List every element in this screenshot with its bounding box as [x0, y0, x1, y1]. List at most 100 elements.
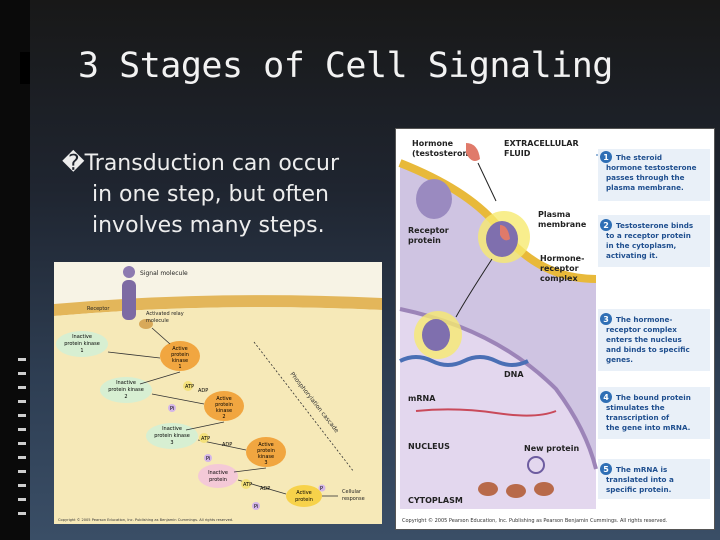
arrow-1: [477, 162, 497, 202]
dna-label: DNA: [504, 370, 524, 379]
inactive-protein-shape: [198, 464, 238, 488]
plasma-label-2: membrane: [538, 220, 587, 229]
kinase-3-inactive-label-1: Inactive: [162, 426, 182, 432]
step-2-line-3: in the cytoplasm,: [606, 241, 676, 250]
receptor-protein-shape: [416, 179, 452, 219]
step-4-num: 4: [603, 393, 609, 402]
extracellular-label-2: FLUID: [504, 149, 531, 158]
response-label-1: Cellular: [342, 489, 362, 495]
pi-label-3: Pi: [254, 504, 258, 510]
complex-label-2: receptor: [540, 264, 579, 273]
kinase-3-inactive-label-3: 3: [170, 440, 173, 446]
hormone-label-2: (testosterone): [412, 149, 477, 158]
step-1-line-4: plasma membrane.: [606, 183, 684, 192]
nucleus-label: NUCLEUS: [408, 442, 450, 451]
cytoplasm-label: CYTOPLASM: [408, 496, 463, 505]
step-4-line-4: the gene into mRNA.: [606, 423, 690, 432]
receptor-label-2: protein: [408, 236, 441, 245]
pi-label-1: Pi: [170, 406, 174, 412]
kinase-1-inactive-label-2: protein kinase: [64, 341, 100, 347]
kinase-2-active-label-4: 2: [222, 414, 225, 420]
step-5-line-2: translated into a: [606, 475, 674, 484]
cascade-diagram: Signal molecule Receptor Activated relay…: [54, 266, 382, 524]
relay-label-2: molecule: [146, 318, 169, 324]
signal-molecule-shape: [123, 266, 135, 278]
atp-label-3: ATP: [243, 482, 252, 488]
hormone-receptor-complex-shape: [486, 221, 518, 257]
step-5-num: 5: [603, 465, 609, 474]
active-protein-label-1: Active: [296, 490, 311, 496]
step-2-badge: [600, 219, 612, 231]
new-protein-label: New protein: [524, 444, 579, 453]
left-figure-copyright: Copyright © 2005 Pearson Education, Inc.…: [58, 518, 233, 522]
mrna-strand: [415, 408, 557, 417]
bullet-line-3: involves many steps.: [92, 213, 325, 238]
steroid-hormone-figure: Hormone (testosterone) EXTRACELLULAR FLU…: [395, 128, 715, 530]
response-label-2: response: [342, 496, 365, 502]
kinase-1-active-label-3: kinase: [172, 358, 188, 364]
step-5-line-3: specific protein.: [606, 485, 671, 494]
inactive-protein-label-2: protein: [209, 477, 227, 483]
bullet-line-1: Transduction can occur: [84, 151, 339, 176]
title-marker: [20, 52, 30, 84]
hormone-label-1: Hormone: [412, 139, 454, 148]
kinase-2-inactive-shape: [100, 377, 152, 403]
kinase-1-active-label-1: Active: [172, 346, 187, 352]
arrow-2: [455, 258, 493, 318]
adp-label-1: ADP: [198, 388, 208, 394]
bullet-line-2: in one step, but often: [92, 182, 330, 207]
kinase-2-inactive-label-1: Inactive: [116, 380, 136, 386]
step-2-line-4: activating it.: [606, 251, 658, 260]
kinase-3-active-label-3: kinase: [258, 454, 274, 460]
kinase-1-inactive-shape: [56, 331, 108, 357]
step-1-num: 1: [603, 153, 609, 162]
complex-label-3: complex: [540, 274, 578, 283]
kinase-3-active-label-4: 3: [264, 460, 267, 466]
step-5-line-1: The mRNA is: [616, 465, 667, 474]
step-1-line-3: passes through the: [606, 173, 685, 182]
pi-label-2: Pi: [206, 456, 210, 462]
step-3-line-3: enters the nucleus: [606, 335, 682, 344]
nucleus-shape: [400, 309, 596, 509]
step-2-line-2: to a receptor protein: [606, 231, 691, 240]
kinase-3-active-label-1: Active: [258, 442, 273, 448]
step-3-line-4: and binds to specific: [606, 345, 690, 354]
steroid-diagram: Hormone (testosterone) EXTRACELLULAR FLU…: [398, 133, 710, 524]
ribosome-icons: [478, 482, 554, 498]
plasma-label-1: Plasma: [538, 210, 571, 219]
atp-label-2: ATP: [201, 436, 210, 442]
kinase-3-inactive-label-2: protein kinase: [154, 433, 190, 439]
kinase-2-inactive-label-2: protein kinase: [108, 387, 144, 393]
kinase-2-active-label-2: protein: [215, 402, 233, 408]
kinase-2-active-label-3: kinase: [216, 408, 232, 414]
kinase-3-inactive-shape: [146, 423, 198, 449]
kinase-1-inactive-label-3: 1: [80, 348, 83, 354]
kinase-2-active-label-1: Active: [216, 396, 231, 402]
step-3-line-2: receptor complex: [606, 325, 677, 334]
kinase-1-inactive-label-1: Inactive: [72, 334, 92, 340]
step-2-num: 2: [603, 221, 609, 230]
side-decoration: [18, 358, 26, 526]
kinase-3-active-label-2: protein: [257, 448, 275, 454]
step-list: 1 The steroid hormone testosterone passe…: [598, 149, 710, 499]
complex-label-1: Hormone-: [540, 254, 584, 263]
adp-label-2: ADP: [222, 442, 232, 448]
active-protein-label-2: protein: [295, 497, 313, 503]
atp-adp-labels: ATP ADP Pi ATP ADP Pi ATP ADP Pi P: [168, 381, 326, 510]
active-protein-shape: [286, 485, 322, 507]
p-label: P: [320, 486, 323, 492]
step-1-line-1: The steroid: [616, 153, 662, 162]
step-3-badge: [600, 313, 612, 325]
kinase-2-inactive-label-3: 2: [124, 394, 127, 400]
kinase-3-active-shape: [246, 437, 286, 467]
inactive-protein-label-1: Inactive: [208, 470, 228, 476]
hormone-molecule-icon: [466, 143, 480, 161]
new-protein-icon: [527, 456, 545, 474]
step-3-line-5: genes.: [606, 355, 633, 364]
bullet-point: �Transduction can occur in one step, but…: [62, 148, 392, 241]
step-4-line-3: transcription of: [606, 413, 670, 422]
kinase-1-active-shape: [160, 341, 200, 371]
kinase-1-active-label-4: 1: [178, 364, 181, 370]
relay-label-1: Activated relay: [146, 311, 184, 317]
step-4-line-1: The bound protein: [616, 393, 691, 402]
